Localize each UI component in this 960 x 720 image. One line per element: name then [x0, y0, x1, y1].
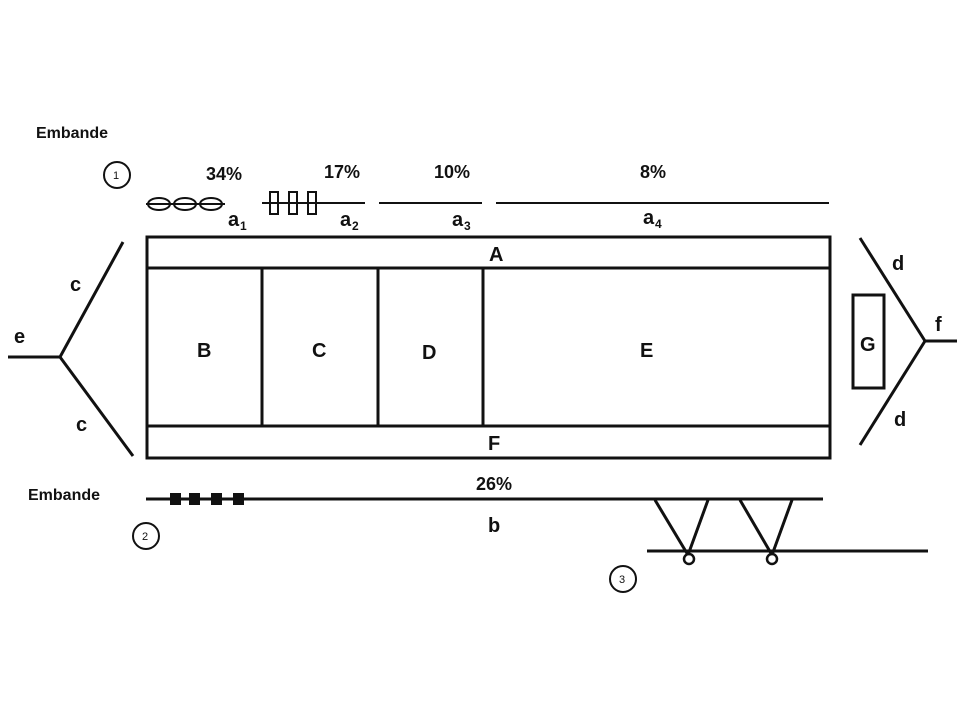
- circle-marker-2: 2: [132, 522, 160, 550]
- percent-label-a2: 17%: [324, 162, 360, 182]
- svg-text:G: G: [860, 334, 876, 356]
- label-a3: a 3: [452, 209, 471, 233]
- section-label-a: A: [489, 244, 503, 266]
- svg-text:4: 4: [655, 217, 662, 231]
- percent-label-a1: 34%: [206, 164, 242, 184]
- percent-label-a3: 10%: [434, 162, 470, 182]
- svg-text:1: 1: [240, 219, 247, 233]
- circle-marker-3: 3: [609, 565, 637, 593]
- section-label-f: F: [488, 433, 500, 455]
- label-a2: a 2: [340, 209, 359, 233]
- side-label-d-top: d: [892, 253, 904, 275]
- section-label-c: C: [312, 340, 326, 362]
- right-fork: [858, 237, 957, 446]
- segment-b: [146, 493, 823, 505]
- svg-text:2: 2: [352, 219, 359, 233]
- left-fork: [8, 241, 135, 457]
- percent-label-a4: 8%: [640, 162, 666, 182]
- label-a4: a 4: [643, 207, 662, 231]
- svg-text:3: 3: [464, 219, 471, 233]
- svg-text:3: 3: [619, 574, 625, 586]
- label-b: b: [488, 515, 500, 537]
- side-label-c-bottom: c: [76, 414, 87, 436]
- main-rectangle: [145, 235, 832, 460]
- svg-text:1: 1: [113, 170, 119, 182]
- section-label-d: D: [422, 342, 436, 364]
- section-label-e: E: [640, 340, 653, 362]
- svg-text:a: a: [452, 209, 464, 231]
- svg-text:a: a: [340, 209, 352, 231]
- segment-a1: [146, 197, 225, 211]
- svg-text:a: a: [228, 209, 240, 231]
- label-a1: a 1: [228, 209, 247, 233]
- percent-label-b: 26%: [476, 474, 512, 494]
- segment-a2: [262, 191, 365, 215]
- section-label-b: B: [197, 340, 211, 362]
- circle-marker-1: 1: [103, 161, 131, 189]
- side-label-c-top: c: [70, 274, 81, 296]
- side-label-e: e: [14, 326, 25, 348]
- hanging-supports: [647, 499, 928, 566]
- embande-top-label: Embande: [36, 125, 108, 142]
- svg-text:a: a: [643, 207, 655, 229]
- side-label-d-bottom: d: [894, 409, 906, 431]
- embande-bottom-label: Embande: [28, 487, 100, 504]
- box-g: G: [851, 293, 886, 390]
- svg-text:2: 2: [142, 531, 148, 543]
- side-label-f: f: [935, 314, 942, 336]
